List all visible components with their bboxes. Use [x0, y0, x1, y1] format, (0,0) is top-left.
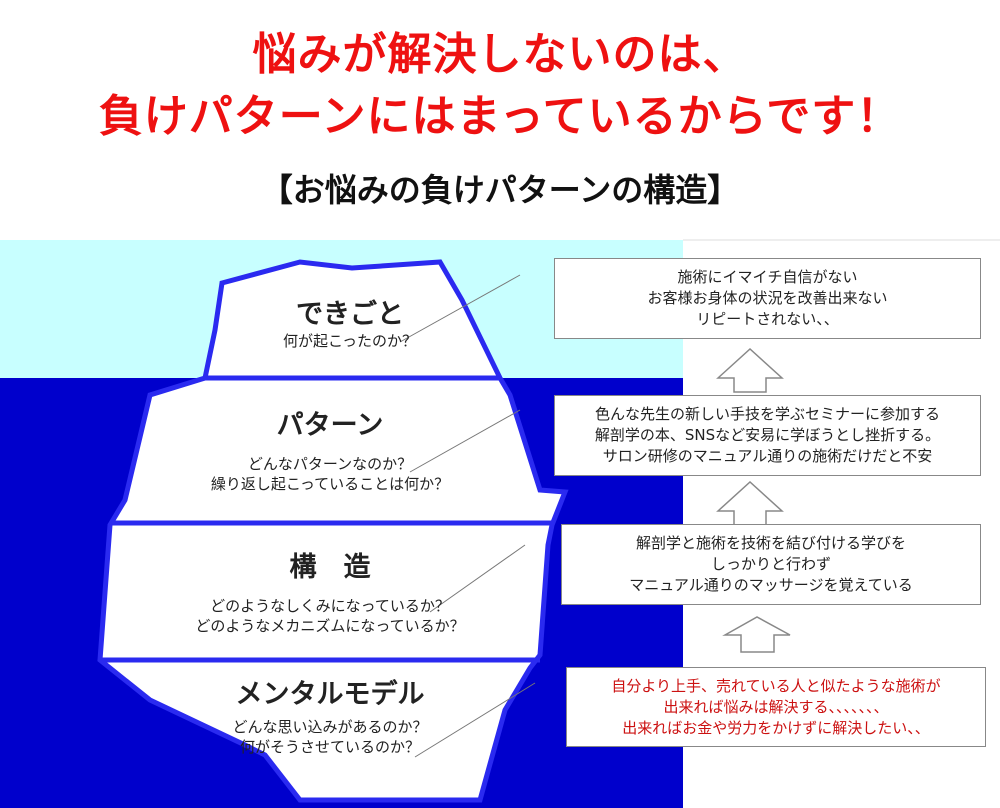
- level-question: 繰り返し起こっていることは何か？: [210, 475, 450, 493]
- up-arrow-icon: [716, 480, 784, 526]
- box-line: お客様お身体の状況を改善出来ない: [647, 289, 888, 307]
- mental-model-box: 自分より上手、売れている人と似たような施術が 出来れば悩みは解決する、、、、、、…: [566, 667, 986, 747]
- subtitle: 【お悩みの負けパターンの構造】: [260, 171, 740, 209]
- up-arrow-icon: [722, 616, 791, 653]
- connector-line: [414, 682, 536, 758]
- box-line: 自分より上手、売れている人と似たような施術が: [611, 676, 941, 695]
- level-question: 何が起こったのか？: [283, 332, 417, 350]
- level-heading: メンタルモデル: [235, 679, 425, 710]
- level-question: どんなパターンなのか？: [247, 455, 413, 473]
- level-question: どのようなメカニズムになっているか？: [195, 617, 465, 635]
- box-line: サロン研修のマニュアル通りの施術だけだと不安: [602, 447, 933, 465]
- level-structure: 構 造 どのようなしくみになっているか？ どのようなメカニズムになっているか？: [170, 545, 490, 636]
- box-line: 解剖学の本、SNSなど安易に学ぼうとし挫折する。: [594, 426, 941, 444]
- level-heading: パターン: [276, 410, 384, 441]
- up-arrow-icon: [716, 347, 784, 393]
- box-line: しっかりと行わず: [710, 555, 831, 573]
- level-question: どんな思い込みがあるのか？: [232, 718, 428, 736]
- box-line: 解剖学と施術を技術を結び付ける学びを: [635, 534, 906, 552]
- connector-line: [409, 409, 521, 473]
- events-box: 施術にイマイチ自信がない お客様お身体の状況を改善出来ない リピートされない、、: [554, 258, 981, 339]
- box-line: 色んな先生の新しい手技を学ぶセミナーに参加する: [594, 405, 940, 423]
- level-heading: できごと: [296, 299, 404, 330]
- box-line: 出来れば悩みは解決する、、、、、、、: [663, 697, 889, 716]
- level-heading: 構 造: [289, 552, 371, 583]
- level-question: どのようなしくみになっているか？: [210, 597, 450, 615]
- level-question: 何がそうさせているのか？: [239, 738, 420, 756]
- box-line: リピートされない、、: [696, 310, 839, 328]
- level-patterns: パターン どんなパターンなのか？ 繰り返し起こっていることは何か？: [170, 403, 490, 494]
- level-mental-model: メンタルモデル どんな思い込みがあるのか？ 何がそうさせているのか？: [170, 672, 490, 757]
- box-line: 出来ればお金や労力をかけずに解決したい、、: [622, 718, 930, 737]
- box-line: マニュアル通りのマッサージを覚えている: [629, 576, 913, 594]
- connector-line: [399, 274, 521, 343]
- box-line: 施術にイマイチ自信がない: [677, 268, 858, 286]
- patterns-box: 色んな先生の新しい手技を学ぶセミナーに参加する 解剖学の本、SNSなど安易に学ぼ…: [554, 395, 981, 476]
- headline-line-1: 悩みが解決しないのは、: [252, 29, 748, 80]
- headline-line-2: 負けパターンにはまっているからです！: [98, 91, 902, 142]
- level-events: できごと 何が起こったのか？: [250, 292, 450, 351]
- structure-box: 解剖学と施術を技術を結び付ける学びを しっかりと行わず マニュアル通りのマッサー…: [561, 524, 981, 605]
- connector-line: [429, 544, 526, 613]
- iceberg-shape: [97, 259, 569, 803]
